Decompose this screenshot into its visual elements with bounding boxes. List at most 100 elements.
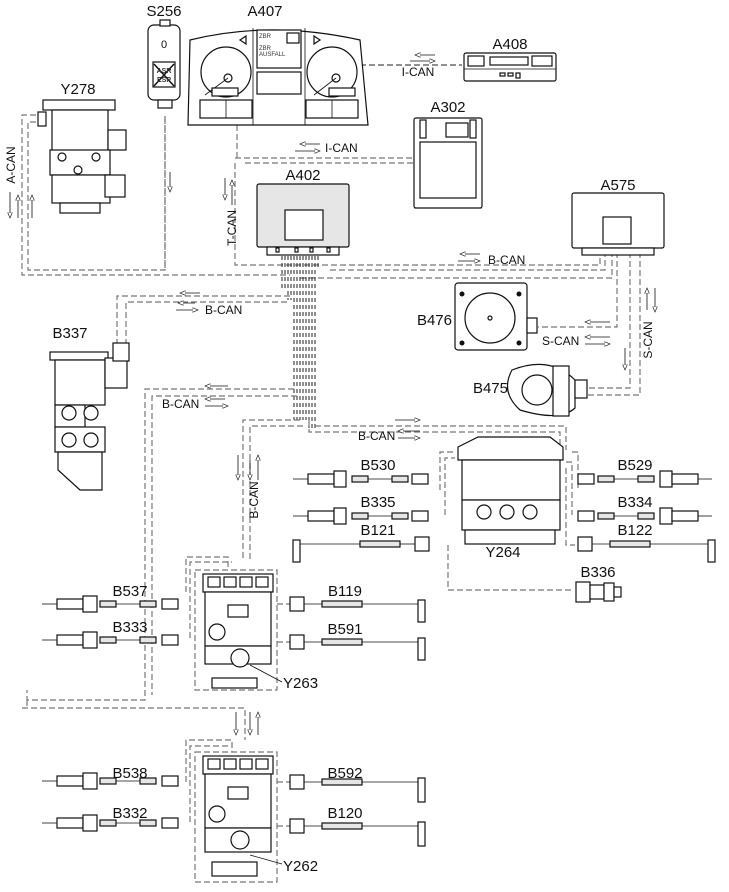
b-can-b337-label: B-CAN bbox=[205, 303, 242, 317]
y264-label: Y264 bbox=[485, 544, 520, 561]
b122-wheel-sensor[interactable] bbox=[577, 536, 716, 563]
a407-display-ausfall: AUSFALL bbox=[259, 52, 286, 58]
b336-pressure-sensor[interactable] bbox=[575, 581, 622, 603]
y262-boundary bbox=[194, 751, 278, 883]
y263-modulator[interactable] bbox=[202, 573, 274, 689]
y264-left-link-1 bbox=[439, 451, 455, 490]
b335-label: B335 bbox=[360, 494, 395, 511]
b120-label: B120 bbox=[327, 805, 362, 822]
b538-label: B538 bbox=[112, 765, 147, 782]
a408-label: A408 bbox=[492, 36, 527, 53]
s256-switch-position: 0 bbox=[161, 39, 167, 51]
y263-sensor-link-2 bbox=[189, 561, 232, 638]
i-can-top-label: I-CAN bbox=[402, 65, 435, 79]
b335-sensor[interactable] bbox=[293, 507, 429, 525]
i-can-mid-label: I-CAN bbox=[325, 141, 358, 155]
t-can-label: T-CAN bbox=[225, 210, 239, 246]
b-can-vertical-label: B-CAN bbox=[247, 481, 261, 518]
b537-sensor[interactable] bbox=[42, 595, 179, 613]
i-can-loop bbox=[234, 163, 601, 266]
b529-label: B529 bbox=[617, 457, 652, 474]
b-can-loop-to-y262 bbox=[22, 707, 246, 740]
b121-wheel-sensor[interactable] bbox=[292, 536, 430, 563]
b-can-left-1 bbox=[26, 388, 294, 701]
b-can-left-2 bbox=[151, 395, 297, 695]
y264-right-link-2 bbox=[566, 461, 573, 515]
s256-esp-text: ESP bbox=[157, 77, 171, 84]
b538-sensor[interactable] bbox=[42, 772, 179, 790]
a407-instrument-cluster[interactable] bbox=[187, 28, 369, 126]
b-can-a402-a575-2 bbox=[300, 252, 613, 279]
y264-left-link-2 bbox=[444, 457, 455, 515]
b119-wheel-sensor[interactable] bbox=[289, 596, 426, 623]
b475-steering-angle-sensor[interactable] bbox=[506, 363, 588, 417]
s256-asr-text: ASR bbox=[157, 68, 172, 75]
a402-ebs-control-unit[interactable] bbox=[256, 183, 350, 256]
a575-label: A575 bbox=[600, 177, 635, 194]
b333-sensor[interactable] bbox=[42, 631, 179, 649]
b-can-y263-1 bbox=[242, 419, 300, 560]
a575-control-unit[interactable] bbox=[571, 192, 665, 256]
b592-wheel-sensor[interactable] bbox=[289, 774, 426, 803]
y262-leader-line bbox=[249, 854, 283, 865]
y262-label: Y262 bbox=[283, 858, 318, 875]
bus-arrows bbox=[10, 55, 655, 735]
b475-label: B475 bbox=[473, 380, 508, 397]
a-can-loop-outer bbox=[21, 114, 290, 276]
b537-label: B537 bbox=[112, 583, 147, 600]
b476-sensor[interactable] bbox=[454, 282, 538, 351]
b591-wheel-sensor[interactable] bbox=[289, 634, 426, 661]
b336-label: B336 bbox=[580, 564, 615, 581]
b530-label: B530 bbox=[360, 457, 395, 474]
s-can-b476 bbox=[538, 252, 618, 328]
b337-brake-signal-transmitter[interactable] bbox=[49, 342, 130, 491]
b332-label: B332 bbox=[112, 805, 147, 822]
y264-right-link-3 bbox=[565, 468, 575, 546]
y262-sensor-link-1 bbox=[185, 739, 233, 782]
b530-sensor[interactable] bbox=[293, 470, 429, 488]
b333-label: B333 bbox=[112, 619, 147, 636]
b121-label: B121 bbox=[360, 522, 395, 539]
s-can-horizontal-label: S-CAN bbox=[542, 334, 579, 348]
a402-harness-bundle bbox=[281, 256, 319, 430]
b-can-y264-2 bbox=[315, 425, 567, 450]
s-can-b475 bbox=[582, 252, 631, 389]
b334-sensor[interactable] bbox=[577, 507, 712, 525]
y262-modulator[interactable] bbox=[202, 755, 274, 877]
b122-label: B122 bbox=[617, 522, 652, 539]
b-can-y264-label: B-CAN bbox=[358, 429, 395, 443]
a402-label: A402 bbox=[285, 167, 320, 184]
bus-lines bbox=[21, 64, 641, 883]
b592-label: B592 bbox=[327, 765, 362, 782]
s-can-b475-2 bbox=[582, 252, 641, 396]
b476-label: B476 bbox=[417, 312, 452, 329]
b120-wheel-sensor[interactable] bbox=[289, 818, 426, 847]
s256-switch[interactable] bbox=[147, 19, 181, 109]
b591-label: B591 bbox=[327, 621, 362, 638]
y264-right-link-1 bbox=[572, 451, 579, 490]
y264-to-b336 bbox=[447, 545, 572, 591]
y263-label: Y263 bbox=[283, 675, 318, 692]
b332-sensor[interactable] bbox=[42, 814, 179, 832]
a407-label: A407 bbox=[247, 3, 282, 20]
y278-valve[interactable] bbox=[37, 99, 127, 214]
b-can-left-label: B-CAN bbox=[162, 397, 199, 411]
s256-label: S256 bbox=[146, 3, 181, 20]
a407-display-zbr: ZBR bbox=[259, 34, 272, 40]
a408-tachograph[interactable] bbox=[463, 52, 557, 82]
b529-sensor[interactable] bbox=[577, 470, 712, 488]
b-can-b337 bbox=[116, 295, 292, 345]
b-can-b337-2 bbox=[125, 301, 290, 345]
y262-sensor-link-2 bbox=[189, 745, 228, 822]
b337-label: B337 bbox=[52, 325, 87, 342]
a302-label: A302 bbox=[430, 99, 465, 116]
y264-trailer-control-module[interactable] bbox=[457, 436, 564, 545]
y278-label: Y278 bbox=[60, 81, 95, 98]
b-can-a402-a575 bbox=[330, 252, 606, 271]
a302-control-unit[interactable] bbox=[413, 117, 483, 209]
s-can-vertical-label: S-CAN bbox=[641, 321, 655, 358]
a407-display-zbr-2: ZBR bbox=[259, 46, 272, 52]
b-can-y264 bbox=[308, 420, 561, 450]
a-can-label: A-CAN bbox=[4, 146, 18, 183]
